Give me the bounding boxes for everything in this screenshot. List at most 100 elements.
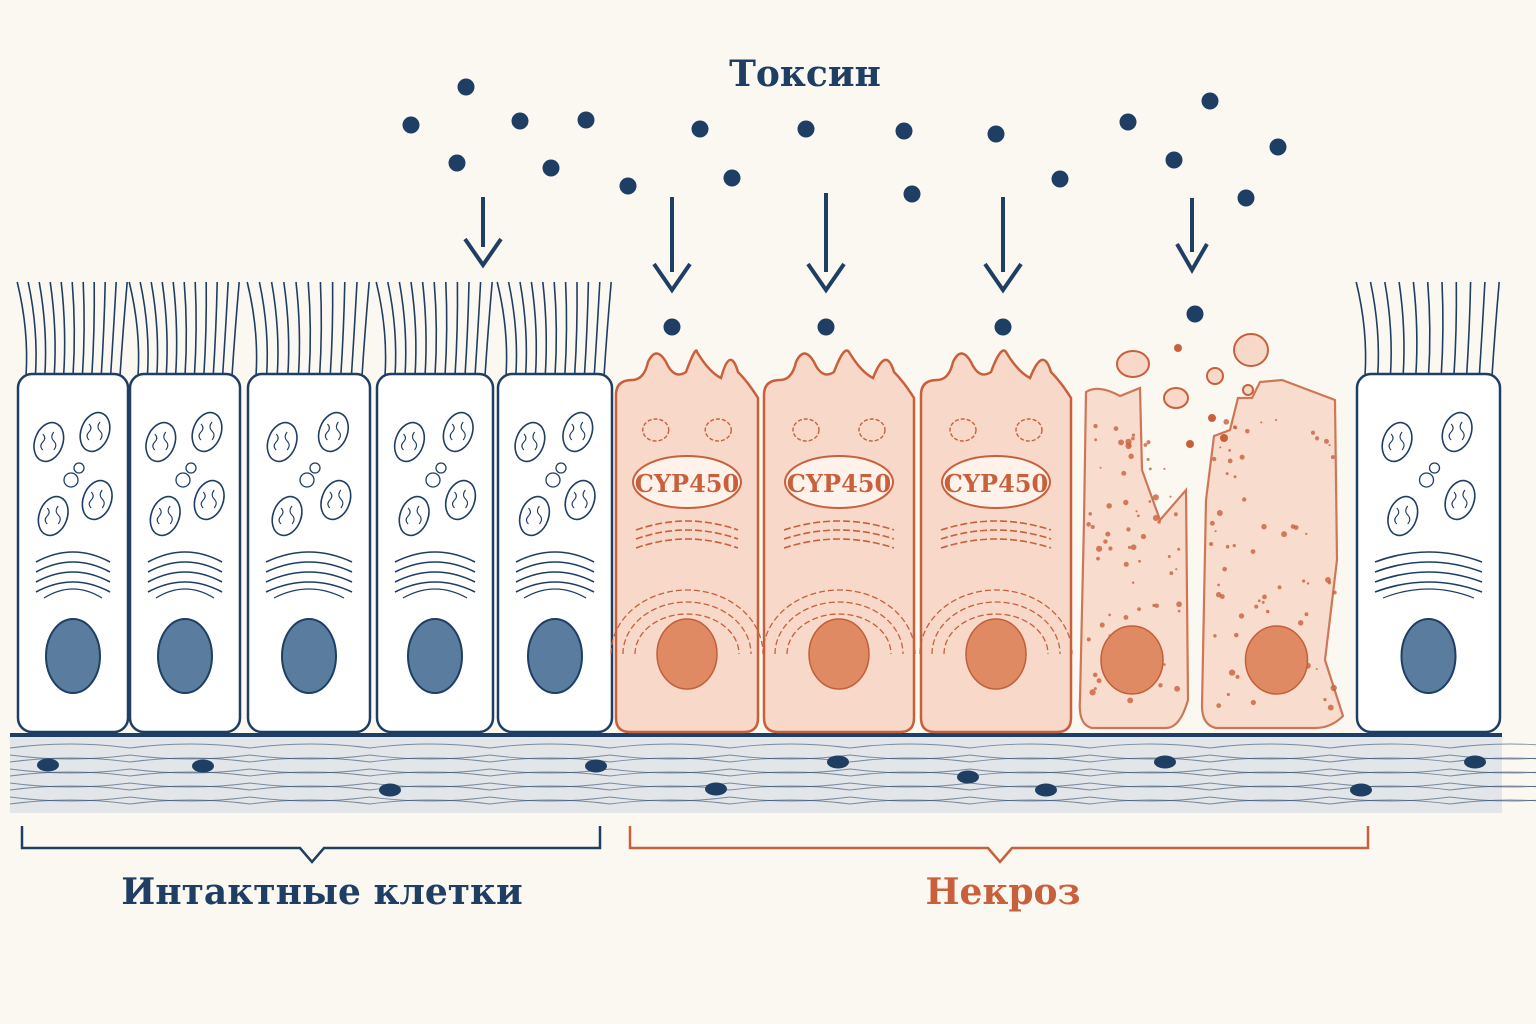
debris-particle [1186, 440, 1194, 448]
fibroblast-nuclei [37, 755, 1486, 797]
swollen-mitochondrion [704, 418, 732, 442]
damaged-cell: CYP450 [762, 349, 916, 734]
vesicle [545, 472, 561, 488]
cell-nucleus [965, 618, 1027, 690]
mitochondrion [514, 421, 546, 463]
fibroblast-nucleus [37, 758, 59, 772]
fibroblast-nucleus [585, 759, 607, 773]
toxin-particle [895, 122, 913, 140]
connective-fiber [9, 768, 1536, 774]
fibroblast-nucleus [379, 783, 401, 797]
cyp450-label: CYP450 [635, 469, 739, 498]
intact-cell [246, 281, 372, 734]
cell-nucleus [45, 618, 101, 694]
mitochondrion [145, 421, 177, 463]
toxin-particle [511, 112, 529, 130]
mitochondrion [266, 421, 298, 463]
intact-cell [1355, 281, 1502, 734]
cell-nucleus [527, 618, 583, 694]
mitochondrion [1444, 479, 1476, 521]
cell-nucleus [407, 618, 463, 694]
toxin-particle [797, 120, 815, 138]
connective-fiber [9, 743, 1536, 749]
golgi-apparatus [147, 551, 223, 599]
toxin-particle [691, 120, 709, 138]
cell-nucleus [1100, 625, 1164, 695]
cell-nucleus [157, 618, 213, 694]
toxin-particle [577, 111, 595, 129]
mitochondrion [191, 411, 223, 453]
mitochondrion [320, 479, 352, 521]
cyp450-outline [941, 455, 1051, 509]
mitochondrion [398, 495, 430, 537]
necrosis-bracket [628, 826, 1370, 864]
toxin-particle [1165, 151, 1183, 169]
swollen-mitochondrion [858, 418, 886, 442]
toxin-particle [987, 125, 1005, 143]
toxin-particle [457, 78, 475, 96]
toxin-particle [542, 159, 560, 177]
connective-fiber [9, 785, 1536, 791]
toxin-arrow [983, 197, 1023, 294]
connective-fiber [9, 771, 1536, 777]
cell-nucleus [808, 618, 870, 690]
toxin-arrow [463, 197, 503, 269]
toxin-particle [994, 318, 1012, 336]
connective-tissue-layer [9, 733, 1536, 813]
fibroblast-nucleus [1154, 755, 1176, 769]
mitochondrion [564, 479, 596, 521]
toxin-arrow [652, 197, 692, 294]
cyp450-outline [784, 455, 894, 509]
vesicle [555, 462, 567, 474]
necrosis-label: Некроз [925, 871, 1080, 913]
mitochondrion [37, 495, 69, 537]
cell-nucleus [656, 618, 718, 690]
membrane-fragment [1163, 387, 1189, 409]
connective-fiber [9, 799, 1536, 805]
cell-membrane [128, 372, 242, 734]
intact-cell [16, 281, 130, 734]
vesicle [63, 472, 79, 488]
endoplasmic-reticulum [610, 520, 764, 655]
cilia [496, 281, 612, 377]
mitochondrion [444, 479, 477, 521]
golgi-apparatus [1374, 551, 1483, 599]
necrotic-cell [1078, 386, 1190, 730]
cell-layer: CYP450 CYP450 CYP450 [16, 281, 1502, 734]
damaged-cell: CYP450 [610, 349, 764, 734]
cilia [375, 281, 493, 377]
connective-fiber [9, 782, 1536, 788]
vesicle [299, 472, 315, 488]
golgi-apparatus [515, 551, 595, 599]
cilia [1355, 281, 1500, 377]
membrane-fragment [1233, 333, 1269, 367]
cyp450-label: CYP450 [944, 469, 1048, 498]
mitochondrion [1441, 411, 1473, 453]
mitochondrion [33, 421, 65, 463]
toxin-title: Токсин [729, 53, 881, 95]
debris-particle [1208, 414, 1216, 422]
mitochondrion [149, 495, 181, 537]
vesicle [185, 462, 197, 474]
mitochondrion [1387, 495, 1419, 537]
toxin-particle [1201, 92, 1219, 110]
cilia [246, 281, 370, 377]
cell-membrane [496, 372, 614, 734]
vesicle [1428, 462, 1441, 474]
mitochondrion [317, 411, 350, 453]
mitochondrion [562, 411, 594, 453]
toxin-arrows [463, 193, 1209, 294]
toxin-particle [663, 318, 681, 336]
vesicle [425, 472, 441, 488]
cyp450-badge: CYP450 [632, 455, 742, 509]
mitochondrion [442, 411, 474, 453]
mitochondrion [393, 421, 426, 463]
toxin-particle [903, 185, 921, 203]
endoplasmic-reticulum [919, 520, 1073, 655]
membrane-fragment [1116, 350, 1150, 378]
vesicle [73, 462, 85, 474]
fibroblast-nucleus [192, 759, 214, 773]
cell-nucleus [1244, 625, 1309, 695]
